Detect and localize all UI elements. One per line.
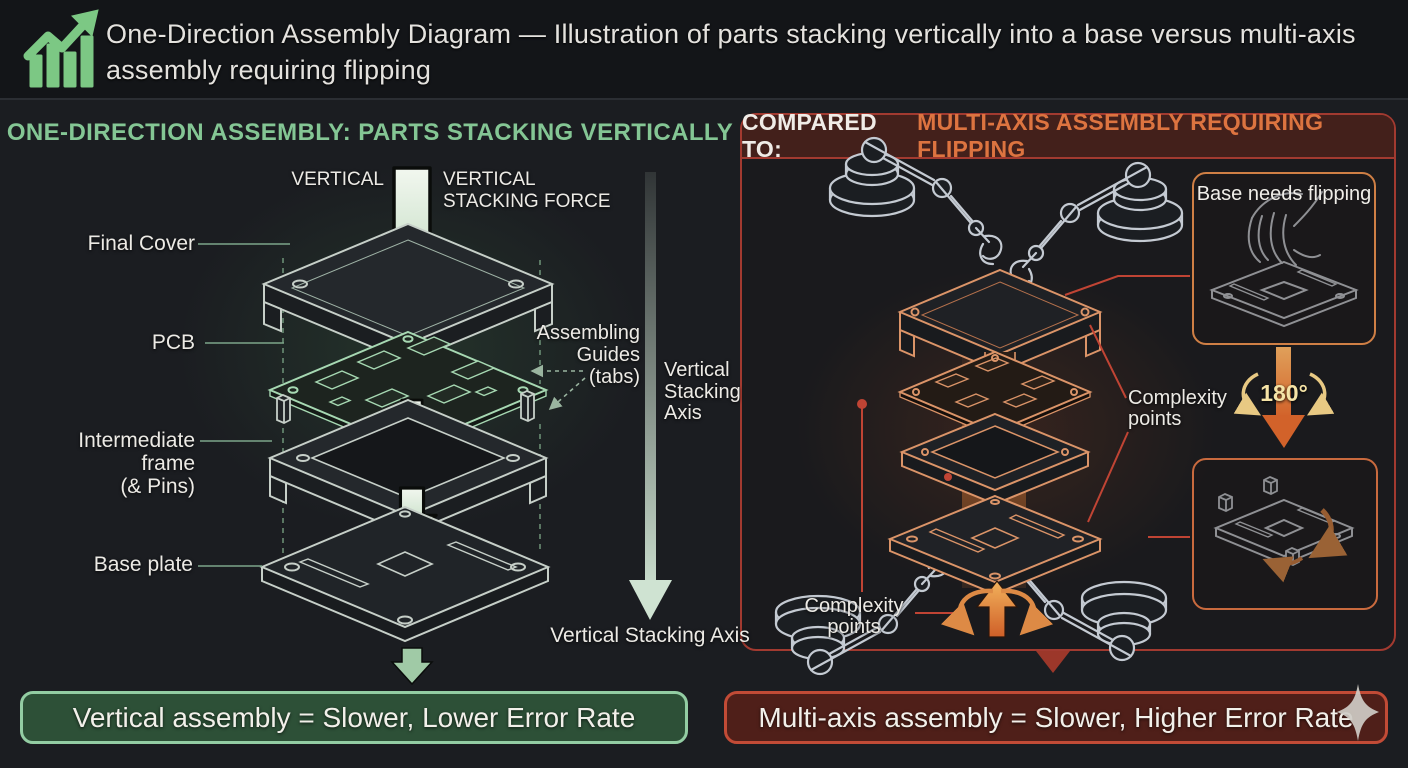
intermediate-frame-label: Intermediate frame (& Pins) bbox=[78, 429, 195, 498]
pcb-label: PCB bbox=[151, 331, 195, 354]
page-title-line1: One-Direction Assembly Diagram — Illustr… bbox=[106, 19, 1356, 49]
complexity-points-lower-label: Complexity points bbox=[804, 595, 904, 638]
compared-to-label: COMPARED TO: bbox=[742, 109, 877, 162]
final-cover-label: Final Cover bbox=[87, 232, 195, 255]
vertical-label: VERTICAL bbox=[291, 169, 384, 190]
complexity-points-upper-label: Complexity points bbox=[1128, 387, 1227, 430]
assembling-guides-label: Assembling Guides (tabs) bbox=[536, 322, 640, 388]
rotation-180-label: 180° bbox=[1260, 380, 1308, 406]
multi-axis-heading: MULTI-AXIS ASSEMBLY REQUIRING FLIPPING bbox=[917, 109, 1324, 162]
vertical-assembly-banner: Vertical assembly = Slower, Lower Error … bbox=[20, 691, 688, 744]
vertical-assembly-banner-text: Vertical assembly = Slower, Lower Error … bbox=[72, 701, 636, 733]
header-bar: One-Direction Assembly Diagram — Illustr… bbox=[0, 0, 1408, 100]
page-title-line2: assembly requiring flipping bbox=[106, 55, 432, 85]
base-needs-flipping-box: Base needs flipping bbox=[1192, 172, 1376, 345]
flipped-base-box bbox=[1192, 458, 1378, 610]
multi-axis-assembly-banner-text: Multi-axis assembly = Slower, Higher Err… bbox=[758, 701, 1354, 733]
base-plate-label: Base plate bbox=[93, 553, 193, 576]
one-direction-heading: ONE-DIRECTION ASSEMBLY: PARTS STACKING V… bbox=[6, 119, 734, 146]
banner-pointer-red bbox=[1036, 651, 1070, 673]
trend-chart-icon bbox=[23, 9, 99, 88]
multi-axis-panel-header: COMPARED TO: MULTI-AXIS ASSEMBLY REQUIRI… bbox=[742, 109, 1394, 162]
page-title: One-Direction Assembly Diagram — Illustr… bbox=[106, 16, 1401, 88]
vertical-stacking-axis-side-label: Vertical Stacking Axis bbox=[664, 359, 741, 424]
base-needs-flipping-label: Base needs flipping bbox=[1196, 183, 1372, 205]
vertical-stacking-axis-bottom-label: Vertical Stacking Axis bbox=[550, 624, 750, 647]
multi-axis-assembly-banner: Multi-axis assembly = Slower, Higher Err… bbox=[724, 691, 1388, 744]
left-green-glow bbox=[80, 140, 740, 660]
stacking-force-label: VERTICAL STACKING FORCE bbox=[443, 169, 611, 212]
